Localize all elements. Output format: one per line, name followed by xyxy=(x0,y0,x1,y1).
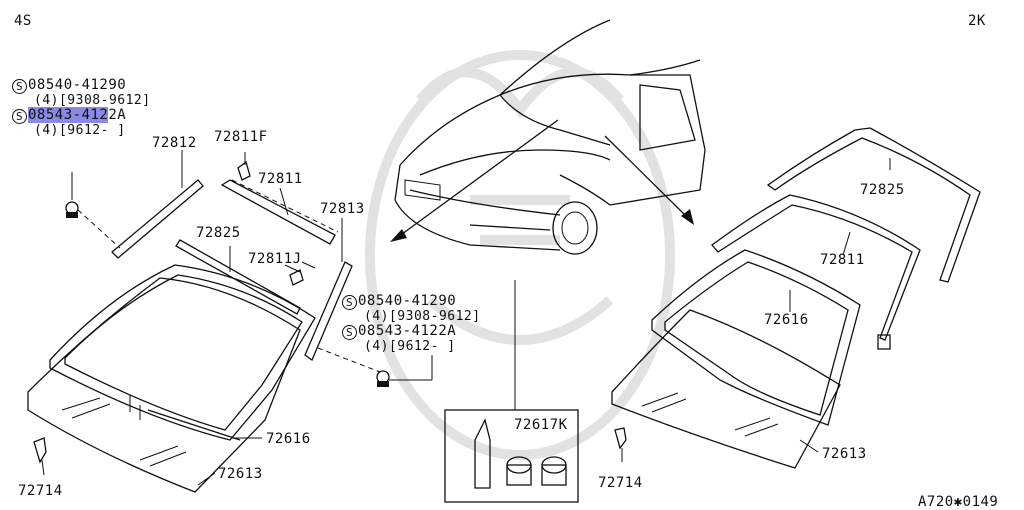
screw-top-left xyxy=(65,172,79,218)
lower-trim-left xyxy=(147,409,241,441)
left-molding-frame xyxy=(49,264,316,441)
corner-label-top-right: 2K xyxy=(968,13,986,29)
part-label-72812[interactable]: 72812 xyxy=(152,135,197,151)
clip-72714-right xyxy=(614,427,627,462)
part-label-72617K[interactable]: 72617K xyxy=(514,417,568,433)
part-label-72613-left[interactable]: 72613 xyxy=(218,466,263,482)
screw-note-top-1: (4)[9308-9612] xyxy=(34,93,151,108)
part-label-72714-left[interactable]: 72714 xyxy=(18,483,63,499)
s-symbol-icon: S xyxy=(12,79,27,94)
s-symbol-icon: S xyxy=(12,109,27,124)
garnish-72812 xyxy=(77,179,204,259)
part-label-72811J[interactable]: 72811J xyxy=(248,251,302,267)
corner-label-bottom-right: A720✱0149 xyxy=(918,494,999,510)
part-label-72616-left[interactable]: 72616 xyxy=(266,431,311,447)
kit-72617K-box xyxy=(444,409,579,503)
leader-lines xyxy=(181,150,891,486)
screw-note-mid-2: (4)[9612- ] xyxy=(364,339,456,354)
part-number: 08540-41290 xyxy=(358,293,457,309)
screw-note-mid-1: (4)[9308-9612] xyxy=(364,309,481,324)
part-number-rest: 2A xyxy=(108,107,127,123)
part-label-72813[interactable]: 72813 xyxy=(320,201,365,217)
part-label-72616-right[interactable]: 72616 xyxy=(764,312,809,328)
watermark-emblem xyxy=(365,50,675,460)
car-arrows xyxy=(390,119,694,242)
clip-72811F xyxy=(237,152,251,181)
screw-note-top-2: (4)[9612- ] xyxy=(34,123,126,138)
screw-middle xyxy=(376,355,433,387)
part-label-72825-right[interactable]: 72825 xyxy=(860,182,905,198)
strip-72825-left xyxy=(175,239,301,315)
s-symbol-icon: S xyxy=(342,295,357,310)
part-label-72825-left[interactable]: 72825 xyxy=(196,225,241,241)
corner-label-top-left: 4S xyxy=(14,13,32,29)
part-number: 08540-41290 xyxy=(28,77,127,93)
strip-72825-right xyxy=(766,127,981,283)
right-windshield-glass xyxy=(611,309,841,469)
molding-72811-left xyxy=(220,179,339,245)
molding-72811-right xyxy=(711,194,921,350)
clip-72714-left xyxy=(33,437,47,476)
part-number: 08543-4122A xyxy=(358,323,457,339)
molding-72616-right xyxy=(651,249,861,426)
car-outline xyxy=(394,19,706,255)
s-symbol-icon: S xyxy=(342,325,357,340)
highlighted-part-number[interactable]: 08543-412 xyxy=(28,107,109,123)
left-windshield-glass xyxy=(27,277,301,493)
part-label-72811-right[interactable]: 72811 xyxy=(820,252,865,268)
pillar-garnish-72813 xyxy=(304,261,381,373)
part-label-72811F[interactable]: 72811F xyxy=(214,129,268,145)
part-label-72714-right[interactable]: 72714 xyxy=(598,475,643,491)
clip-72811J xyxy=(289,261,316,286)
part-label-72613-right[interactable]: 72613 xyxy=(822,446,867,462)
part-label-72811-left[interactable]: 72811 xyxy=(258,171,303,187)
